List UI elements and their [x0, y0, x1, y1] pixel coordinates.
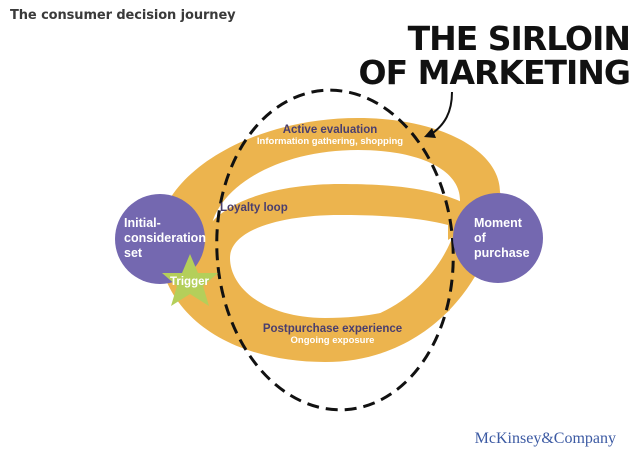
initial-line-3: set	[124, 246, 143, 260]
trigger-star-icon	[162, 254, 218, 306]
moment-of-purchase-label: Moment of purchase	[474, 216, 530, 261]
trigger-label: Trigger	[170, 276, 209, 288]
active-evaluation-title: Active evaluation	[282, 124, 378, 136]
headline-line-1: THE SIRLOIN	[407, 19, 631, 58]
postpurchase-title: Postpurchase experience	[262, 323, 403, 335]
dashed-highlight-outline	[215, 88, 455, 412]
headline: THE SIRLOIN OF MARKETING	[312, 19, 631, 92]
initial-consideration-label: Initial- consideration set	[124, 216, 206, 261]
moment-line-3: purchase	[474, 246, 530, 260]
initial-line-1: Initial-	[124, 216, 161, 230]
pointer-arrowhead-icon	[424, 128, 436, 138]
initial-consideration-node	[115, 194, 205, 284]
moment-of-purchase-node	[453, 193, 543, 283]
initial-line-2: consideration	[124, 231, 206, 245]
loyalty-loop-band	[197, 184, 470, 345]
brand-logo: McKinsey&Company	[474, 430, 616, 447]
active-evaluation-subtitle: Information gathering, shopping	[256, 136, 404, 147]
postpurchase-label: Postpurchase experience Ongoing exposure	[255, 323, 410, 346]
moment-line-2: of	[474, 231, 486, 245]
postpurchase-subtitle: Ongoing exposure	[290, 335, 375, 346]
active-evaluation-label: Active evaluation Information gathering,…	[255, 124, 405, 147]
page-title: The consumer decision journey	[10, 8, 236, 23]
outer-loop-ring	[158, 118, 500, 362]
headline-line-2: OF MARKETING	[358, 53, 631, 92]
moment-line-1: Moment	[474, 216, 522, 230]
loyalty-loop-label: Loyalty loop	[220, 202, 288, 214]
